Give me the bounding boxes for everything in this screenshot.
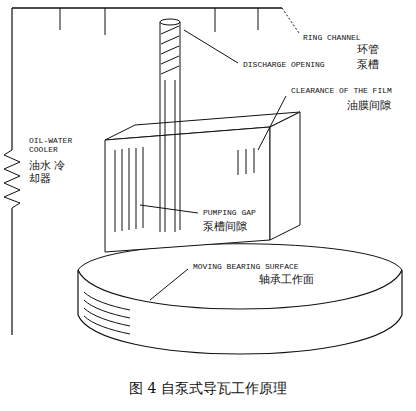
pipe-top xyxy=(160,19,180,25)
part-label: MOVING BEARING SURFACE xyxy=(192,262,300,271)
film-lines xyxy=(238,148,254,175)
cooler-coil xyxy=(4,150,20,208)
leader-line xyxy=(184,30,238,63)
pad-side xyxy=(270,112,300,240)
ring-front-band xyxy=(78,270,402,354)
pad-front xyxy=(105,127,270,252)
leader-line xyxy=(140,205,198,213)
chinese-label: 泵槽间隙 xyxy=(202,221,248,234)
ring-surface-lines xyxy=(84,292,130,334)
leader-line xyxy=(282,8,299,33)
chinese-label: 泵槽 xyxy=(356,59,380,72)
branch-ticks xyxy=(60,8,258,35)
part-label: DISCHARGE OPENING xyxy=(242,60,326,69)
pumping-gap-lines xyxy=(115,147,143,232)
return-pipe xyxy=(11,8,12,335)
discharge-pipe xyxy=(160,22,180,232)
pipe-hatch xyxy=(161,26,179,74)
leader-line xyxy=(150,269,188,300)
chinese-label: 油水 冷却器 xyxy=(28,160,68,185)
part-label: CLEARANCE OF THE FILM xyxy=(290,86,393,95)
chinese-label: 环管 xyxy=(356,44,380,57)
chinese-label: 油膜间隙 xyxy=(346,100,392,113)
part-label: OIL-WATER COOLER xyxy=(28,136,82,154)
part-label: PUMPING GAP xyxy=(202,208,257,217)
leader-line xyxy=(258,96,286,150)
part-label: RING CHANNEL xyxy=(302,33,362,42)
ring-channel-pipe xyxy=(12,7,282,8)
chinese-label: 轴承工作面 xyxy=(258,274,315,287)
figure-caption: 图 4 自泵式导瓦工作原理 xyxy=(0,380,416,398)
